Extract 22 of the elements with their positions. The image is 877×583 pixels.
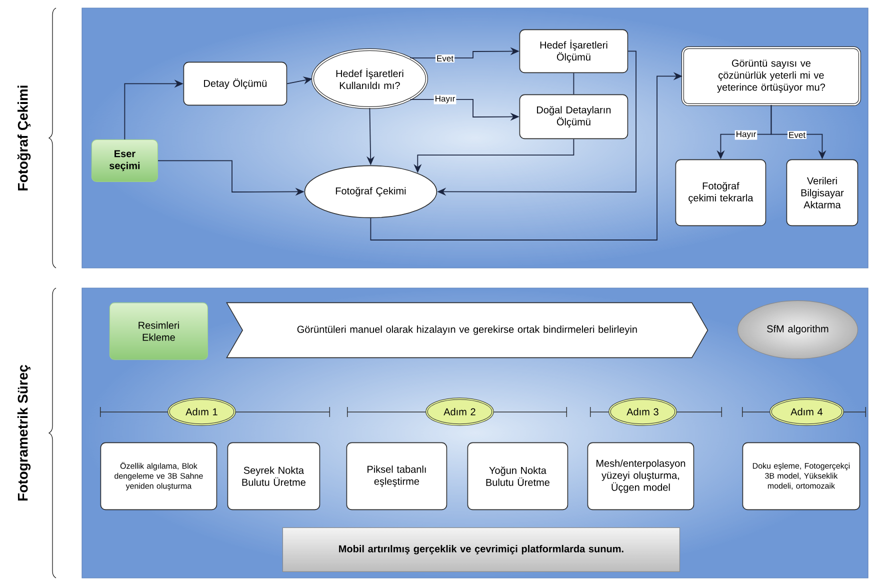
process-box: Özellik algılama, Blok dengeleme ve 3B Sahne yeniden oluşturma [100, 442, 218, 510]
edge-label: Hayır [734, 130, 758, 140]
edge-label: Hayır [434, 94, 456, 104]
process-box: Doku eşleme, Fotogerçekçi 3B model, Yükseklik modeli, ortomozaik [742, 442, 860, 510]
process-box: Mesh/enterpolasyon yüzeyi oluşturma, Üçgen model [587, 442, 694, 510]
start-box: Eser seçimi [91, 139, 158, 182]
question-box: Görüntü sayısı ve çözünürlük yeterli mi ve yeterince örtüşüyor mu? [681, 46, 862, 106]
result-bar: Mobil artırılmış gerçeklik ve çevrimiçi platformlarda sunum. [282, 527, 680, 572]
process-box: Piksel tabanlı eşleştirme [346, 442, 448, 510]
chevron-banner: Görüntüleri manuel olarak hizalayın ve gerekirse ortak bindirmeleri belirleyin [226, 302, 708, 358]
process-box: Seyrek Nokta Bulutu Üretme [227, 442, 320, 510]
process-box: Detay Ölçümü [183, 62, 288, 106]
section-heading: Fotogrametrik Süreç [17, 364, 31, 501]
process-box: Doğal Detayların Ölçümü [519, 94, 628, 140]
process-box: Verileri Bilgisayar Aktarma [786, 159, 858, 226]
process-box: Fotoğraf çekimi tekrarla [675, 159, 766, 226]
section-heading: Fotoğraf Çekimi [17, 86, 31, 190]
process-box: Yoğun Nokta Bulutu Üretme [467, 442, 568, 510]
edge-label: Evet [788, 131, 807, 139]
start-box: Resimleri Ekleme [109, 302, 208, 360]
process-box: Hedef İşaretleri Ölçümü [519, 29, 628, 74]
edge-label: Evet [436, 54, 454, 62]
